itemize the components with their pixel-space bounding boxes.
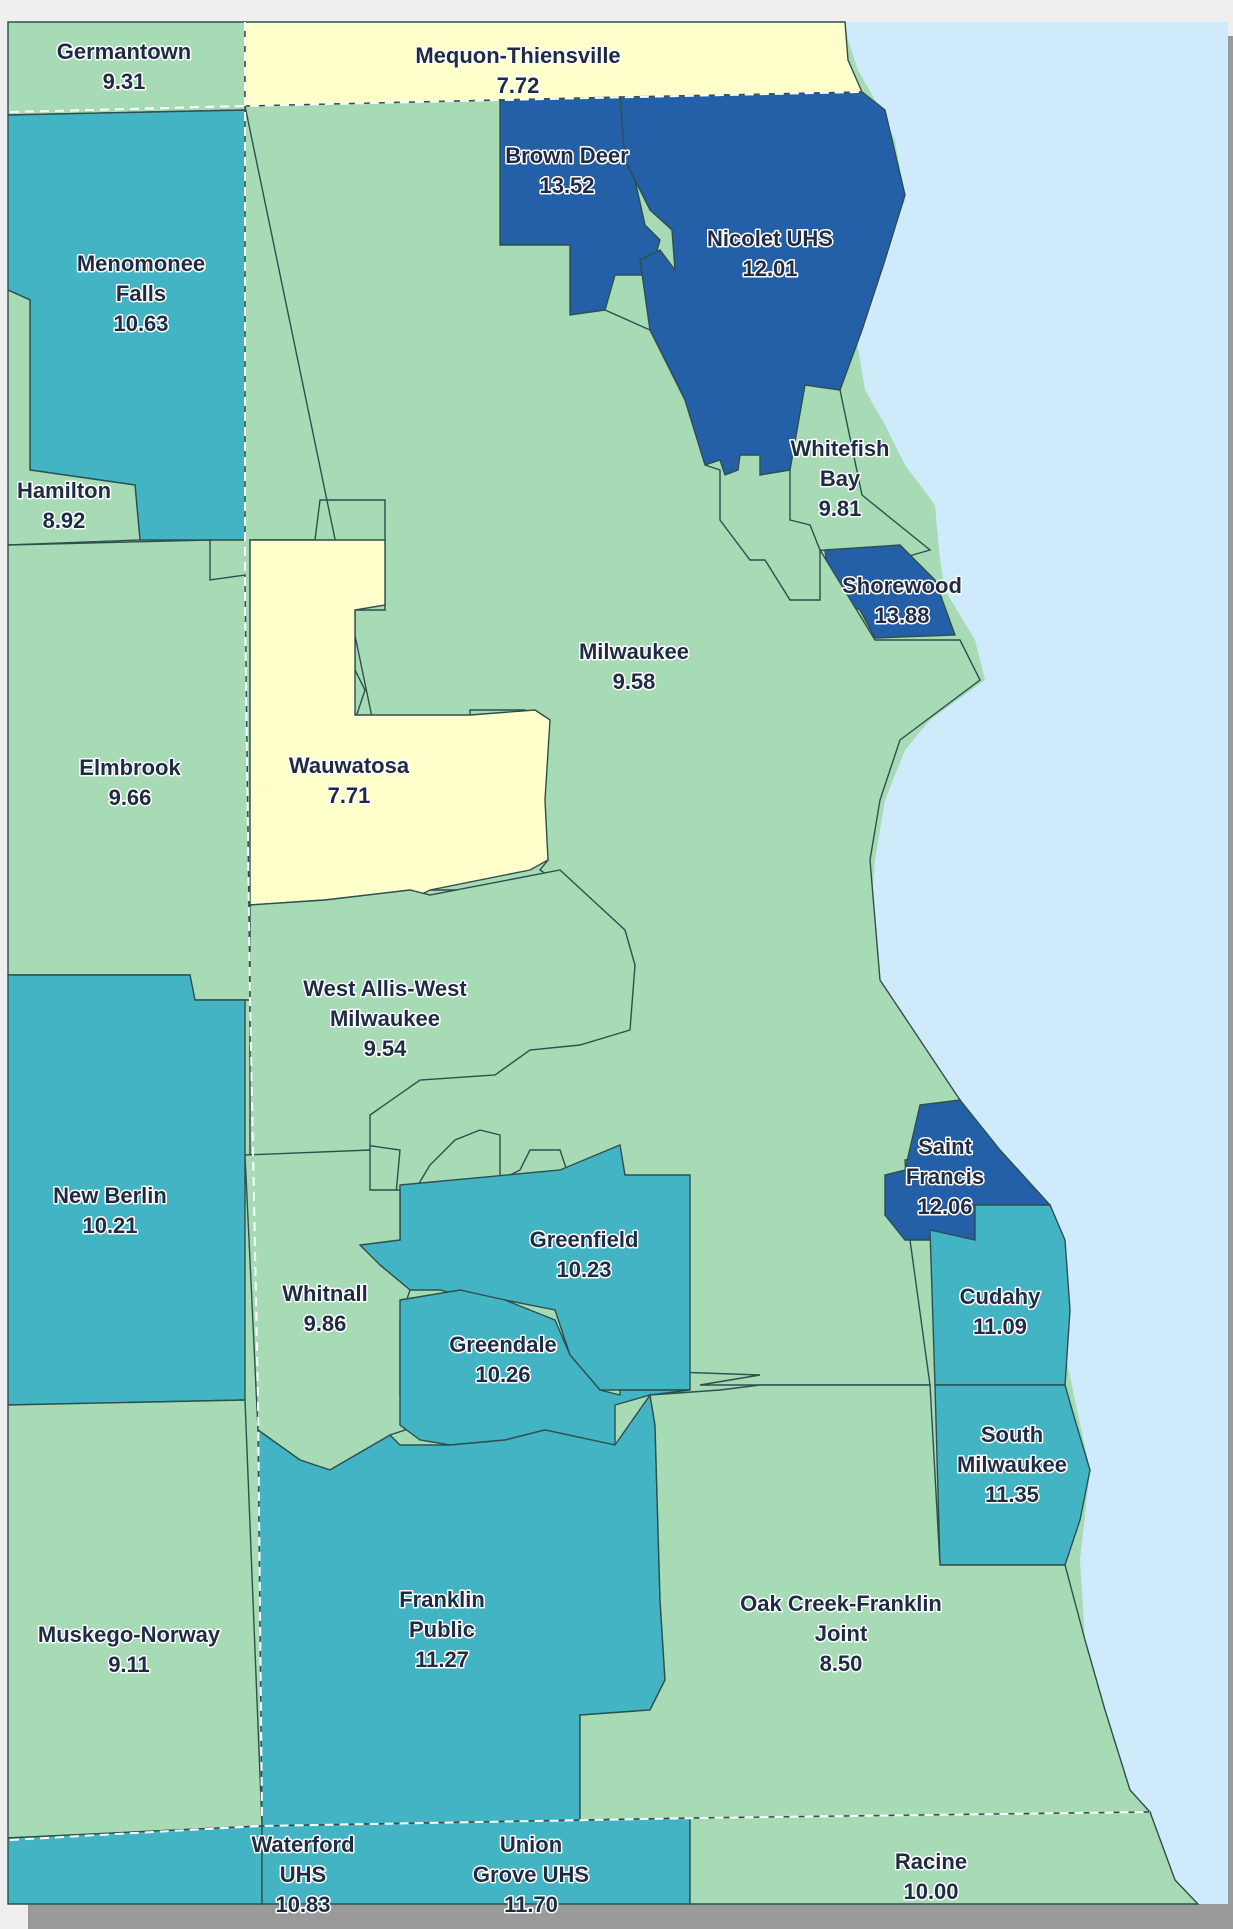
district-name: Muskego-Norway xyxy=(38,1622,221,1647)
district-name: Brown Deer xyxy=(505,143,629,168)
district-value: 10.26 xyxy=(475,1362,530,1387)
district-name: Elmbrook xyxy=(79,755,181,780)
district-label-brown-deer: Brown Deer 13.52 xyxy=(505,143,629,198)
district-muskego-norway[interactable] xyxy=(7,1399,263,1839)
district-name: Joint xyxy=(815,1621,868,1646)
district-name: Cudahy xyxy=(960,1284,1041,1309)
district-value: 10.21 xyxy=(82,1213,137,1238)
district-name: Public xyxy=(409,1617,475,1642)
county-line-north xyxy=(9,91,861,113)
district-oak-creek-franklin-joint[interactable] xyxy=(579,1384,1152,1821)
district-label-greenfield: Greenfield 10.23 xyxy=(530,1227,639,1282)
district-label-wauwatosa: Wauwatosa 7.71 xyxy=(289,753,410,808)
county-line-south xyxy=(9,1811,1151,1841)
district-name: West Allis-West xyxy=(303,976,467,1001)
district-label-milwaukee: Milwaukee 9.58 xyxy=(579,639,689,694)
district-label-shorewood: Shorewood 13.88 xyxy=(842,573,962,628)
district-name: Francis xyxy=(906,1164,984,1189)
county-line-west xyxy=(244,22,263,1821)
district-name: Grove UHS xyxy=(473,1862,589,1887)
district-value: 10.00 xyxy=(903,1879,958,1904)
district-value: 8.92 xyxy=(43,508,86,533)
district-name: Waterford xyxy=(251,1832,354,1857)
district-value: 11.70 xyxy=(504,1892,558,1917)
district-label-muskego-norway: Muskego-Norway 9.11 xyxy=(38,1622,221,1677)
district-value: 10.83 xyxy=(275,1892,330,1917)
district-label-racine: Racine 10.00 xyxy=(895,1849,967,1904)
district-name: Franklin xyxy=(399,1587,485,1612)
district-name: Menomonee xyxy=(77,251,205,276)
district-label-whitnall: Whitnall 9.86 xyxy=(282,1281,368,1336)
district-name: Oak Creek-Franklin xyxy=(740,1591,942,1616)
district-name: Milwaukee xyxy=(330,1006,440,1031)
district-name: South xyxy=(981,1422,1043,1447)
district-name: Racine xyxy=(895,1849,967,1874)
district-name: Milwaukee xyxy=(957,1452,1067,1477)
district-value: 9.54 xyxy=(364,1036,408,1061)
district-racine[interactable] xyxy=(689,1811,1200,1905)
district-value: 10.23 xyxy=(556,1257,611,1282)
district-label-cudahy: Cudahy 11.09 xyxy=(960,1284,1041,1339)
district-value: 9.66 xyxy=(109,785,152,810)
district-name: Union xyxy=(500,1832,562,1857)
district-value: 11.27 xyxy=(415,1647,469,1672)
district-whitnall[interactable] xyxy=(244,1149,411,1471)
district-value: 9.31 xyxy=(103,69,146,94)
district-label-nicolet-uhs: Nicolet UHS 12.01 xyxy=(707,226,833,281)
district-name: Saint xyxy=(918,1134,972,1159)
district-value: 9.81 xyxy=(819,496,862,521)
district-name: Germantown xyxy=(57,39,191,64)
district-label-hamilton: Hamilton 8.92 xyxy=(17,478,111,533)
district-name: Mequon-Thiensville xyxy=(415,43,620,68)
district-value: 7.72 xyxy=(497,73,540,98)
district-west-allis-west-milwaukee[interactable] xyxy=(249,869,636,1161)
district-name: New Berlin xyxy=(53,1183,167,1208)
district-name: Nicolet UHS xyxy=(707,226,833,251)
district-name: Falls xyxy=(116,281,166,306)
district-label-germantown: Germantown 9.31 xyxy=(57,39,191,94)
lake-michigan xyxy=(845,22,1228,1904)
district-value: 12.06 xyxy=(917,1194,972,1219)
district-name: UHS xyxy=(280,1862,326,1887)
district-value: 13.52 xyxy=(539,173,594,198)
district-label-elmbrook: Elmbrook 9.66 xyxy=(79,755,181,810)
district-value: 9.58 xyxy=(613,669,656,694)
district-value: 9.11 xyxy=(108,1652,150,1677)
district-value: 7.71 xyxy=(328,783,371,808)
district-greendale[interactable] xyxy=(399,1289,691,1446)
district-name: Milwaukee xyxy=(579,639,689,664)
district-nicolet-uhs[interactable] xyxy=(619,91,906,476)
district-name: Shorewood xyxy=(842,573,962,598)
district-label-greendale: Greendale 10.26 xyxy=(449,1332,557,1387)
district-name: Greenfield xyxy=(530,1227,639,1252)
district-value: 9.86 xyxy=(304,1311,347,1336)
district-value: 12.01 xyxy=(742,256,797,281)
district-value: 13.88 xyxy=(874,603,929,628)
district-name: Whitefish xyxy=(791,436,890,461)
district-name: Whitnall xyxy=(282,1281,368,1306)
district-value: 10.63 xyxy=(113,311,168,336)
district-name: Hamilton xyxy=(17,478,111,503)
district-label-new-berlin: New Berlin 10.21 xyxy=(53,1183,167,1238)
district-value: 8.50 xyxy=(820,1651,863,1676)
district-name: Greendale xyxy=(449,1332,557,1357)
district-value: 11.35 xyxy=(985,1482,1039,1507)
county-lines xyxy=(9,22,1151,1841)
district-value: 11.09 xyxy=(973,1314,1027,1339)
district-name: Bay xyxy=(820,466,861,491)
district-name: Wauwatosa xyxy=(289,753,410,778)
district-label-mequon-thiensville: Mequon-Thiensville 7.72 xyxy=(415,43,620,98)
